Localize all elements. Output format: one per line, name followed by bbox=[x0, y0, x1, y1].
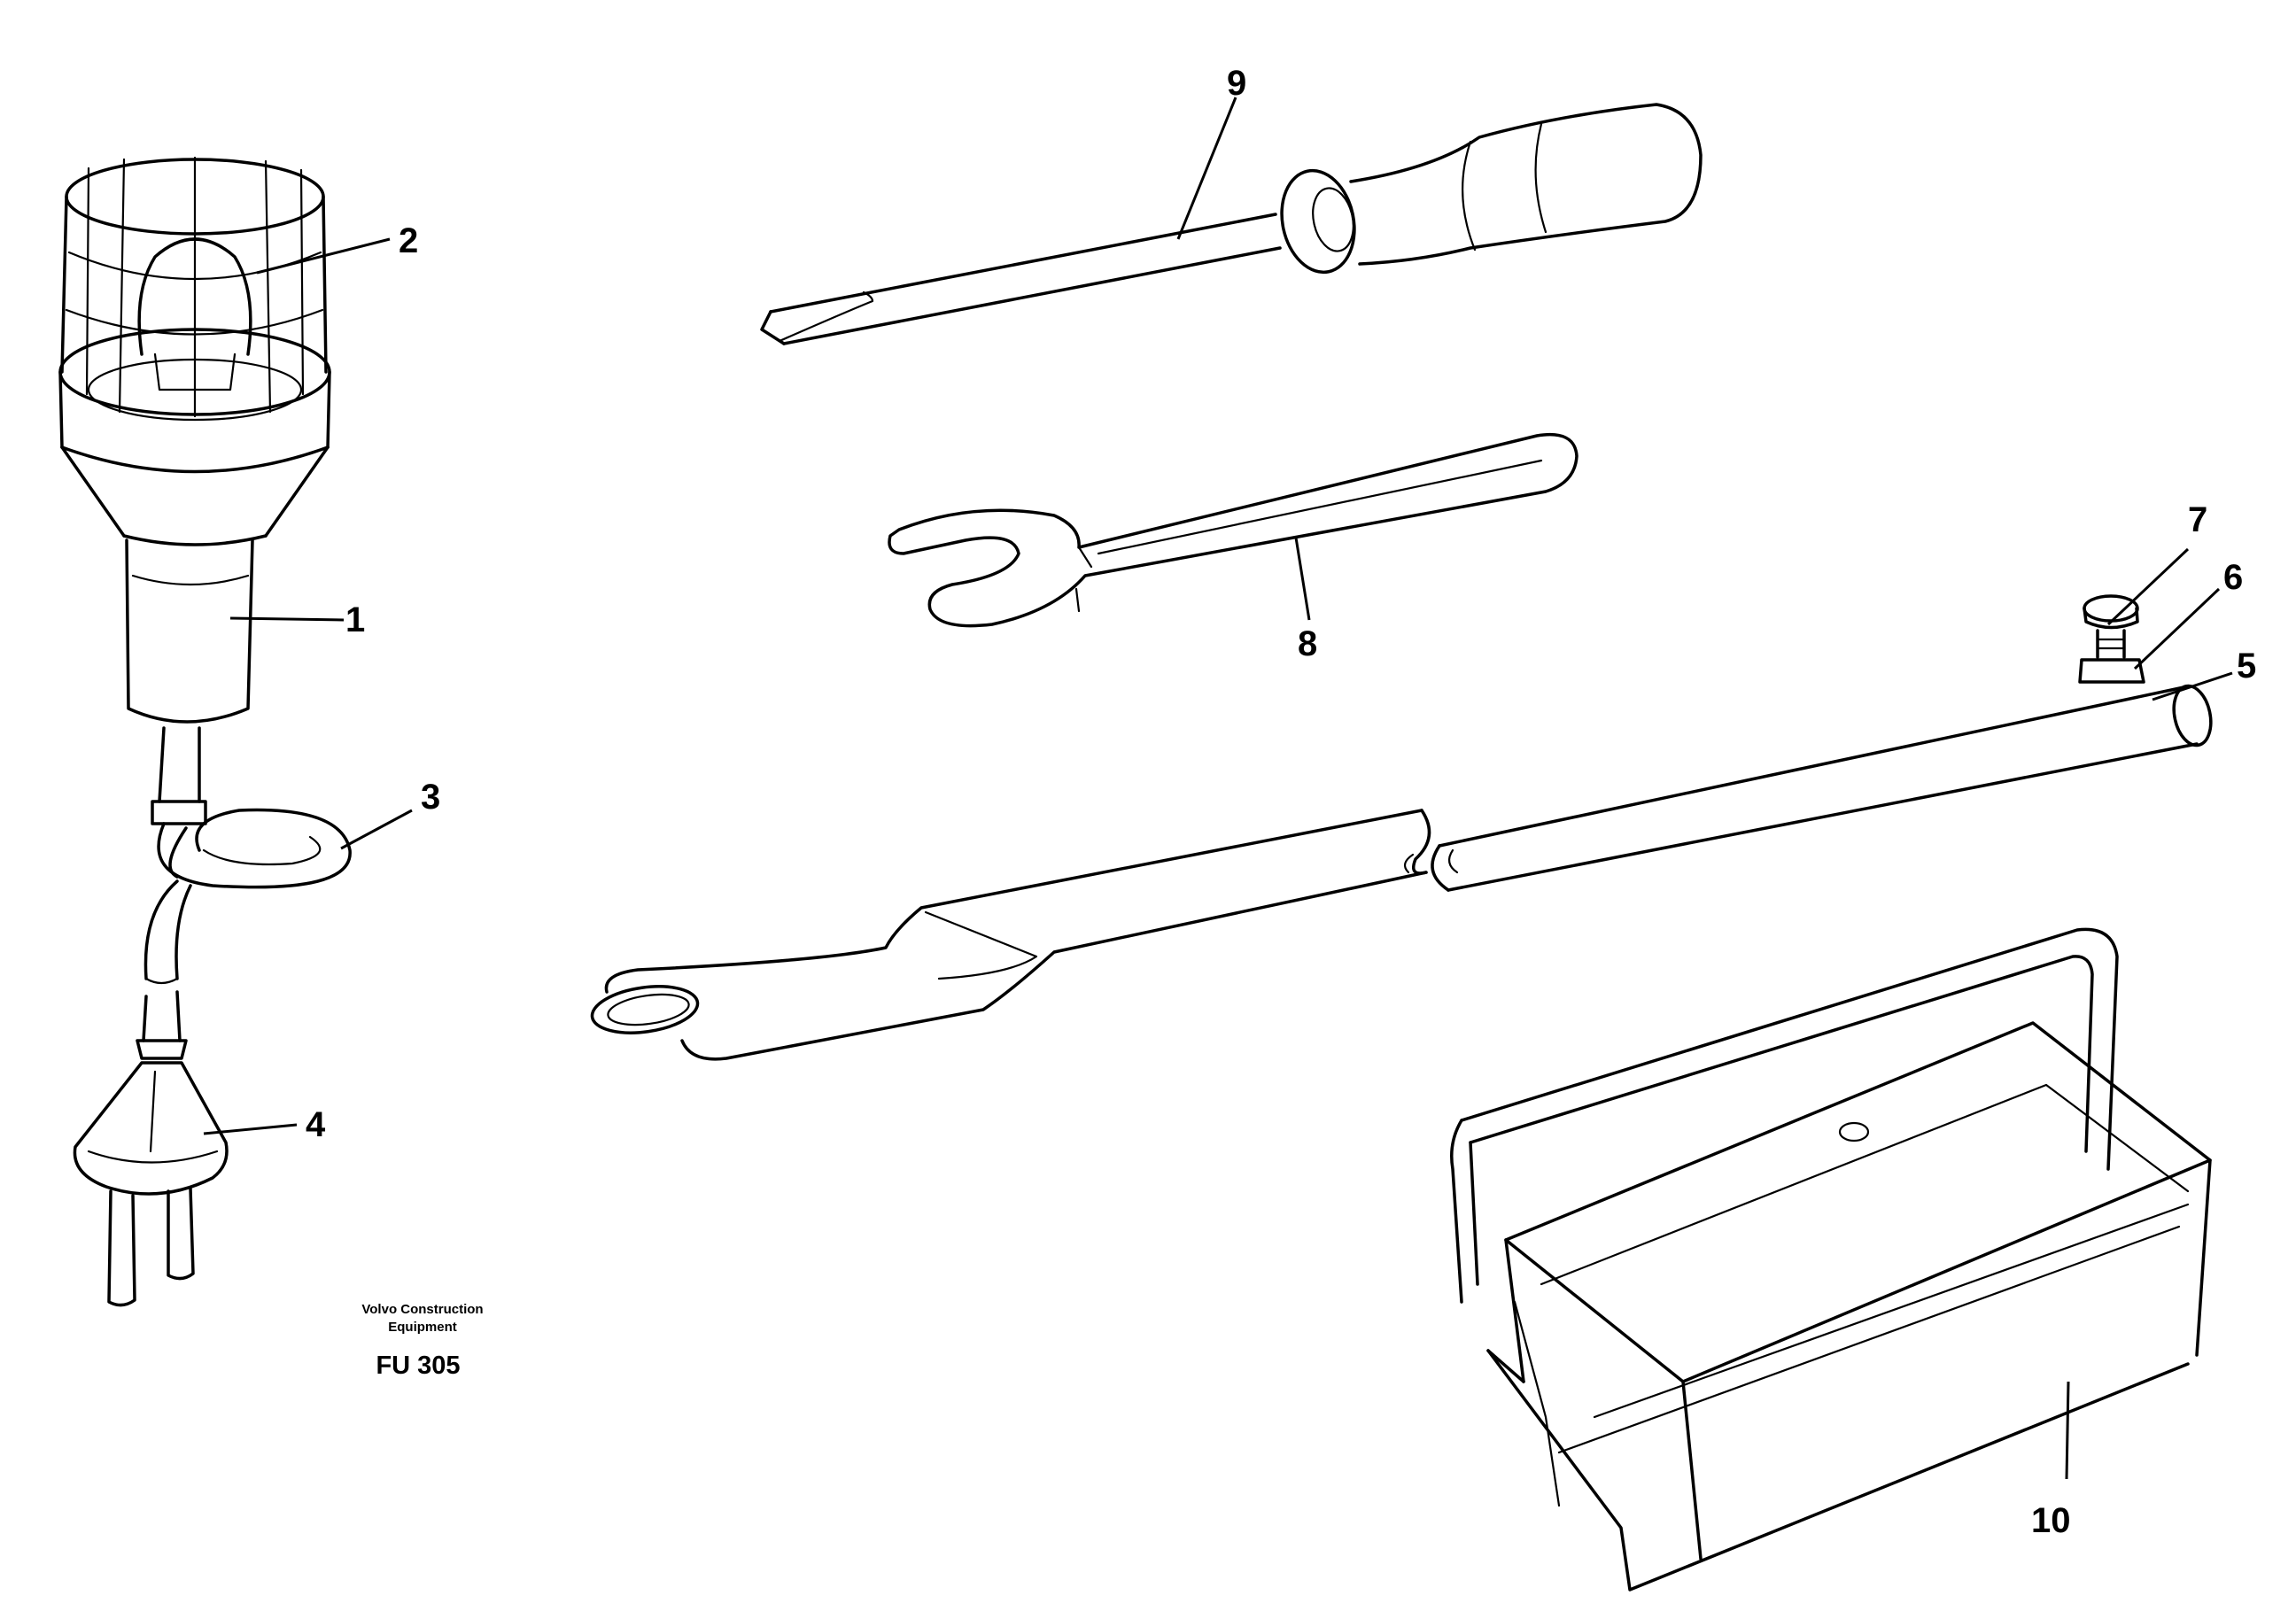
callout-9: 9 bbox=[1227, 64, 1246, 103]
work-lamp-drawing bbox=[58, 156, 352, 1307]
callout-4: 4 bbox=[306, 1105, 326, 1144]
figure-code: FU 305 bbox=[376, 1352, 460, 1380]
callout-5: 5 bbox=[2237, 647, 2256, 685]
callout-3: 3 bbox=[421, 778, 440, 817]
callout-7: 7 bbox=[2188, 500, 2207, 539]
tool-box-drawing bbox=[1450, 927, 2212, 1592]
brand-line-2: Equipment bbox=[388, 1320, 457, 1335]
figure-caption: Volvo Construction Equipment FU 305 bbox=[361, 1302, 483, 1380]
callout-8: 8 bbox=[1298, 624, 1317, 663]
lamp-bulb bbox=[137, 237, 252, 391]
callout-2: 2 bbox=[399, 221, 418, 260]
brand-line-1: Volvo Construction bbox=[361, 1302, 483, 1317]
wrench-drawing bbox=[888, 432, 1578, 628]
lamp-handle bbox=[125, 538, 254, 724]
callout-6: 6 bbox=[2223, 558, 2243, 597]
locking-bolt bbox=[2078, 594, 2145, 684]
lamp-head bbox=[58, 328, 331, 546]
callout-1: 1 bbox=[345, 600, 365, 639]
leader-lines bbox=[203, 97, 2233, 1480]
screwdriver-drawing bbox=[760, 103, 1703, 345]
lamp-cable bbox=[136, 726, 352, 1060]
lamp-plug bbox=[73, 1061, 229, 1307]
tommy-bar-drawing bbox=[590, 594, 2213, 1061]
callout-10: 10 bbox=[2031, 1501, 2071, 1540]
lamp-guard-cage bbox=[60, 156, 328, 418]
callout-labels: 1 2 3 4 5 6 7 8 9 10 bbox=[306, 64, 2256, 1540]
